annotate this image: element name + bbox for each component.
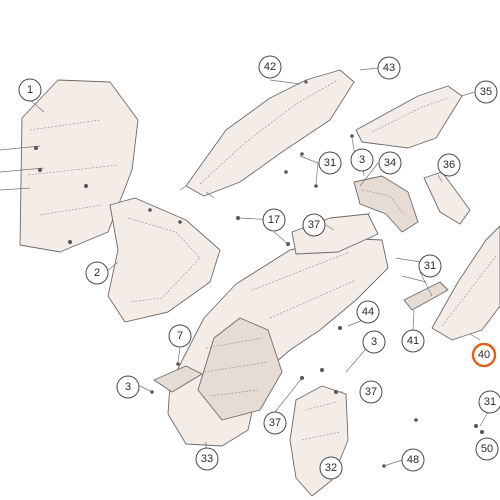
callouts: 1 2 3 3 3 7 17 31 31 31 32 33 34 35 36 3… [18,55,500,480]
svg-text:1: 1 [27,84,33,96]
part-side-panel [179,69,355,199]
svg-text:44: 44 [362,306,374,318]
svg-text:3: 3 [125,381,131,393]
svg-text:7: 7 [177,330,183,342]
callout-44: 44 [356,300,380,324]
callout-37: 37 [263,411,287,435]
callout-1: 1 [18,78,42,102]
svg-text:33: 33 [201,453,213,465]
callout-42: 42 [258,55,282,79]
callout-31: 31 [478,390,500,414]
callout-34: 34 [378,151,402,175]
part-rear-fender [167,211,389,447]
svg-text:3: 3 [371,336,377,348]
svg-text:17: 17 [268,214,280,226]
svg-text:36: 36 [443,159,455,171]
part-windscreen [0,79,139,253]
svg-text:48: 48 [407,454,419,466]
callout-35: 35 [474,80,498,104]
part-bracket [353,175,419,233]
callout-32: 32 [319,456,343,480]
svg-text:37: 37 [365,386,377,398]
svg-text:2: 2 [94,267,100,279]
callout-7: 7 [168,324,192,348]
callout-31: 31 [418,254,442,278]
callout-43: 43 [377,56,401,80]
part-rear-side-panel [431,225,500,341]
svg-text:42: 42 [264,61,276,73]
svg-text:31: 31 [424,260,436,272]
callout-36: 36 [437,153,461,177]
svg-text:37: 37 [308,219,320,231]
svg-text:35: 35 [480,86,492,98]
callout-48: 48 [401,448,425,472]
part-seat-cover [355,85,463,149]
svg-text:41: 41 [407,335,419,347]
callout-40-highlighted: 40 [471,342,497,368]
svg-text:50: 50 [481,443,493,455]
part-mid-bracket [291,213,379,255]
part-tray [153,365,203,393]
callout-50: 50 [475,437,499,461]
svg-text:31: 31 [484,396,496,408]
callout-31: 31 [318,151,342,175]
svg-text:37: 37 [269,417,281,429]
part-mudguard [289,385,349,497]
svg-text:43: 43 [383,62,395,74]
callout-3: 3 [116,375,140,399]
callout-2: 2 [85,261,109,285]
svg-text:34: 34 [384,157,396,169]
svg-text:3: 3 [359,154,365,166]
part-reflector [423,171,471,225]
callout-41: 41 [401,329,425,353]
callout-33: 33 [195,447,219,471]
svg-text:32: 32 [325,462,337,474]
svg-text:31: 31 [324,157,336,169]
callout-37: 37 [302,213,326,237]
callout-3: 3 [362,330,386,354]
callout-17: 17 [262,208,286,232]
callout-3: 3 [350,148,374,172]
part-headlight-mask [107,197,221,323]
svg-text:40: 40 [478,349,490,361]
callout-37: 37 [359,380,383,404]
